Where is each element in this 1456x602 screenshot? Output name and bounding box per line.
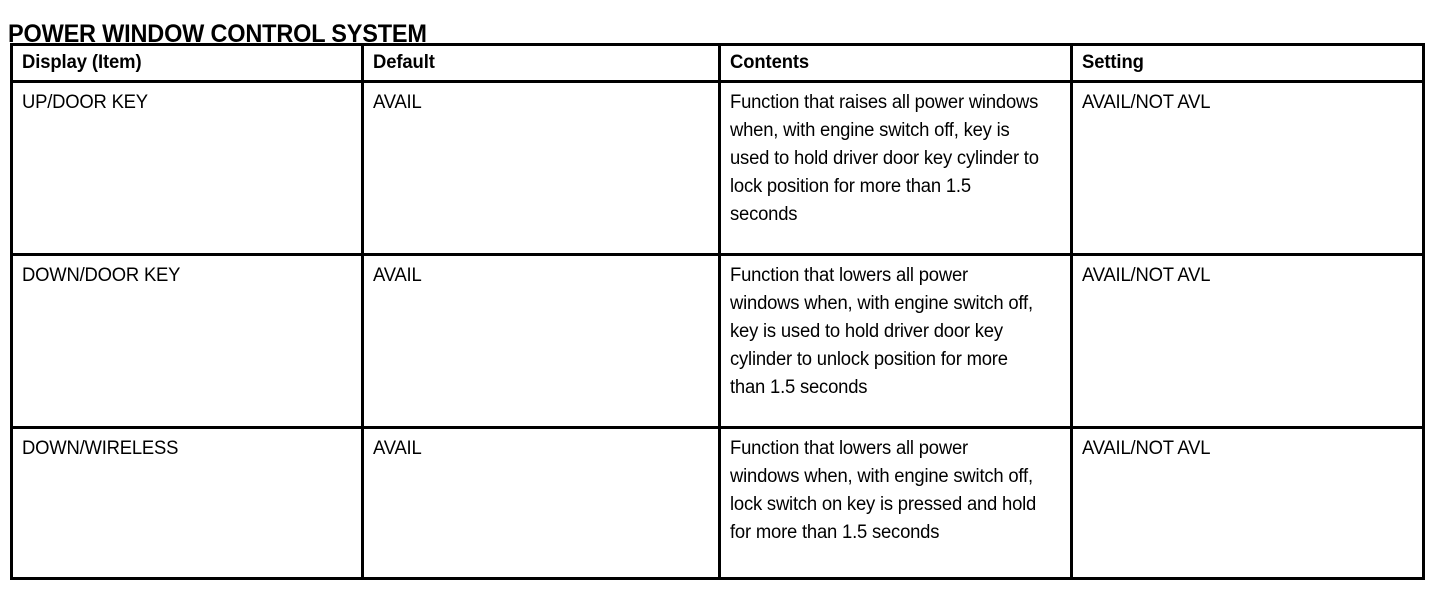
cell-contents-text: Function that lowers all power windows w… (730, 438, 1037, 543)
cell-display: UP/DOOR KEY (10, 81, 364, 255)
cell-display-text: DOWN/DOOR KEY (22, 265, 181, 286)
column-header-contents-label: Contents (730, 52, 810, 73)
cell-default: AVAIL (361, 254, 721, 428)
cell-default-text: AVAIL (373, 265, 422, 286)
column-header-display-label: Display (Item) (22, 52, 142, 73)
power-window-settings-table: Display (Item) Default Contents Setting … (10, 43, 1425, 580)
column-header-setting-label: Setting (1082, 52, 1144, 73)
cell-setting-text: AVAIL/NOT AVL (1082, 92, 1211, 113)
cell-default-text: AVAIL (373, 438, 422, 459)
cell-setting-text: AVAIL/NOT AVL (1082, 438, 1211, 459)
column-header-setting: Setting (1070, 44, 1425, 82)
cell-contents: Function that raises all power windows w… (718, 81, 1073, 255)
cell-contents: Function that lowers all power windows w… (718, 254, 1073, 428)
cell-setting-text: AVAIL/NOT AVL (1082, 265, 1211, 286)
cell-display: DOWN/WIRELESS (10, 427, 364, 579)
cell-display-text: DOWN/WIRELESS (22, 438, 179, 459)
cell-default: AVAIL (361, 81, 721, 255)
cell-setting: AVAIL/NOT AVL (1070, 254, 1425, 428)
column-header-default: Default (361, 44, 721, 82)
column-header-default-label: Default (373, 52, 435, 73)
table-header: Display (Item) Default Contents Setting (10, 44, 1425, 82)
table-row: DOWN/WIRELESS AVAIL Function that lowers… (10, 427, 1425, 579)
cell-display-text: UP/DOOR KEY (22, 92, 148, 113)
cell-default-text: AVAIL (373, 92, 422, 113)
table-row: DOWN/DOOR KEY AVAIL Function that lowers… (10, 254, 1425, 428)
table-header-row: Display (Item) Default Contents Setting (10, 44, 1425, 82)
cell-contents-text: Function that raises all power windows w… (730, 92, 1039, 225)
cell-display: DOWN/DOOR KEY (10, 254, 364, 428)
cell-setting: AVAIL/NOT AVL (1070, 427, 1425, 579)
cell-setting: AVAIL/NOT AVL (1070, 81, 1425, 255)
column-header-display: Display (Item) (10, 44, 364, 82)
table-row: UP/DOOR KEY AVAIL Function that raises a… (10, 81, 1425, 255)
table-body: UP/DOOR KEY AVAIL Function that raises a… (10, 81, 1425, 579)
cell-default: AVAIL (361, 427, 721, 579)
cell-contents-text: Function that lowers all power windows w… (730, 265, 1033, 398)
cell-contents: Function that lowers all power windows w… (718, 427, 1073, 579)
column-header-contents: Contents (718, 44, 1073, 82)
